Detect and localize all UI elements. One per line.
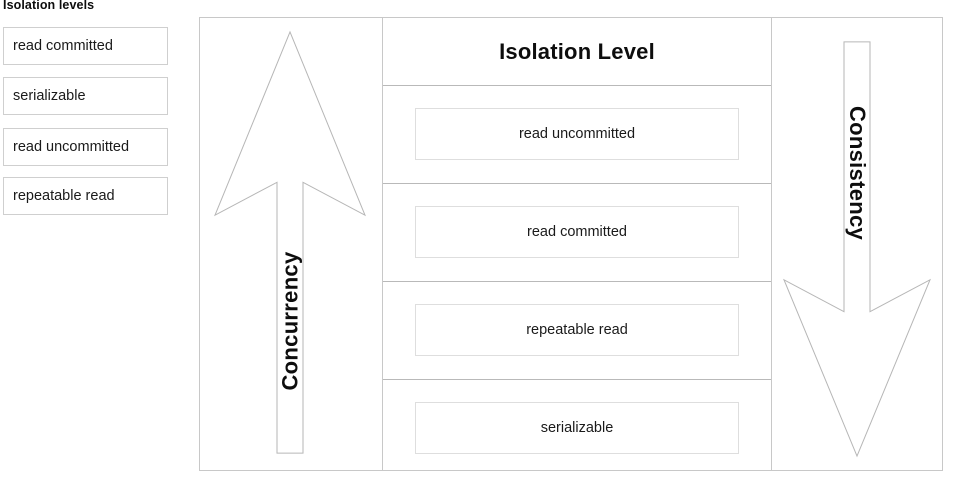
sidebar-item-label: serializable [13, 88, 86, 104]
row-divider [383, 85, 771, 86]
consistency-axis: Consistency [772, 18, 943, 470]
consistency-label: Consistency [772, 0, 943, 400]
level-box-read-committed[interactable]: read committed [415, 206, 739, 258]
sidebar-item-label: read committed [13, 38, 113, 54]
sidebar-item-label: read uncommitted [13, 139, 130, 155]
sidebar-item-read-uncommitted[interactable]: read uncommitted [3, 128, 168, 166]
row-divider [383, 281, 771, 282]
level-box-serializable[interactable]: serializable [415, 402, 739, 454]
level-box-repeatable-read[interactable]: repeatable read [415, 304, 739, 356]
down-arrow-icon [783, 41, 931, 458]
panel-title: Isolation Level [499, 38, 655, 64]
up-arrow-icon [214, 30, 366, 454]
level-label: repeatable read [526, 322, 628, 338]
sidebar-item-read-committed[interactable]: read committed [3, 27, 168, 65]
level-row: read uncommitted [383, 85, 771, 183]
consistency-label-text: Consistency [845, 105, 871, 241]
level-row: repeatable read [383, 281, 771, 379]
level-row: read committed [383, 183, 771, 281]
panel-divider-left [382, 18, 383, 470]
sidebar-title: Isolation levels [3, 0, 95, 12]
level-label: serializable [540, 420, 614, 436]
level-label: read uncommitted [518, 126, 636, 142]
level-box-read-uncommitted[interactable]: read uncommitted [415, 108, 739, 160]
concurrency-axis: Concurrency [200, 18, 382, 470]
row-divider [383, 379, 771, 380]
concurrency-label-text: Concurrency [277, 251, 303, 391]
sidebar-item-serializable[interactable]: serializable [3, 77, 168, 115]
level-row: serializable [383, 379, 771, 477]
row-divider [383, 183, 771, 184]
isolation-level-panel: Concurrency Isolation Level read uncommi… [199, 17, 943, 471]
panel-divider-right [771, 18, 772, 470]
sidebar-item-label: repeatable read [13, 188, 115, 204]
concurrency-label: Concurrency [200, 94, 382, 477]
level-label: read committed [527, 224, 627, 240]
isolation-level-column: Isolation Level read uncommitted read co… [383, 18, 771, 470]
sidebar-item-repeatable-read[interactable]: repeatable read [3, 177, 168, 215]
